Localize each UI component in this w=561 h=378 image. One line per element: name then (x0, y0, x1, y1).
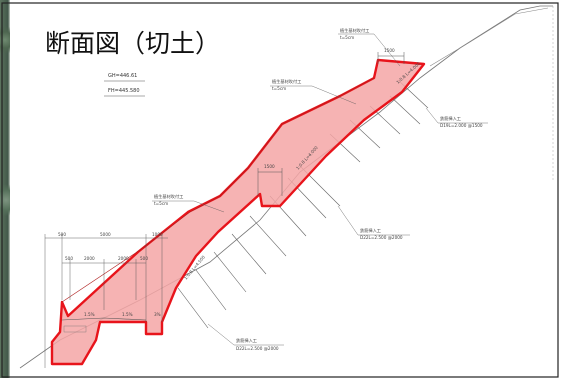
grade-2: 1.5% (122, 312, 133, 317)
road-dimension-lines (44, 234, 168, 368)
gh-elevation: GH=446.61 (108, 73, 137, 79)
mid-berm-value: 1500 (264, 164, 275, 169)
right-mid-bolt-leader (337, 205, 359, 236)
fh-elevation: FH=445.580 (108, 88, 140, 94)
top-vegetation-thickness: t=5cm (340, 35, 354, 40)
top-berm-value: 1500 (384, 48, 395, 53)
grade-3: 3% (154, 312, 161, 317)
dim-5000: 5000 (100, 232, 111, 237)
design-slope-line (61, 77, 375, 303)
top-berm-dimension (377, 52, 405, 64)
mid-berm-dimension (257, 168, 283, 196)
dim-1000: 1000 (152, 232, 163, 237)
right-top-bolt-label: 鉄筋挿入工 (440, 115, 461, 122)
right-mid-bolt-spec: D22L=2.500 @2000 (360, 235, 403, 240)
top-label-leader (373, 33, 401, 67)
bottom-bolt-leader (207, 323, 235, 346)
upper-label-leader (311, 85, 357, 105)
upper-vegetation-thickness: t=5cm (272, 86, 286, 91)
road-surface (61, 317, 147, 321)
right-top-bolt-spec: D19L=2.000 @1500 (440, 123, 483, 128)
mid-vegetation-label: 植生基材吹付工 (154, 193, 183, 200)
dim-500-b: 500 (65, 256, 73, 261)
road-drain (63, 325, 87, 333)
dim-2000-a: 2000 (84, 256, 95, 261)
page-title: 断面図（切土） (45, 29, 220, 58)
dim-500-c: 500 (140, 256, 148, 261)
bottom-bolt-spec: D22L=2.500 @2000 (236, 346, 279, 351)
mid-label-leader (193, 200, 225, 213)
dim-500-a: 500 (58, 232, 66, 237)
mid-vegetation-thickness: t=5cm (154, 201, 168, 206)
bottom-bolt-label: 鉄筋挿入工 (236, 337, 257, 344)
grade-1: 1.5% (84, 312, 95, 317)
right-top-bolt-leader (425, 107, 439, 124)
right-mid-bolt-label: 鉄筋挿入工 (360, 227, 381, 234)
dim-2000-b: 2000 (118, 256, 129, 261)
upper-vegetation-label: 植生基材吹付工 (272, 78, 301, 85)
ground-line-right (429, 7, 549, 67)
elevation-box: GH=446.61 FH=445.580 (104, 73, 145, 97)
top-vegetation-label: 植生基材吹付工 (340, 27, 369, 34)
